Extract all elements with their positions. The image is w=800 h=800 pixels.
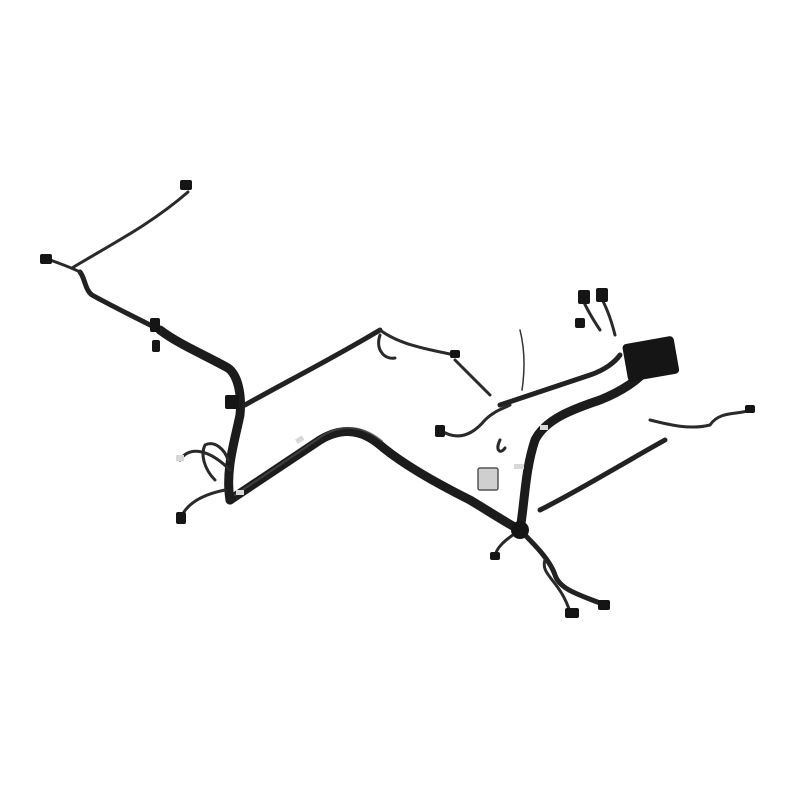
connector [490, 552, 500, 560]
connector [596, 288, 608, 302]
harness-lower-right-branch [490, 521, 610, 618]
connector [150, 318, 160, 332]
grommet [511, 521, 529, 539]
connector [745, 405, 755, 413]
junction-box [477, 467, 499, 491]
clips [236, 425, 548, 495]
ecu-module [622, 336, 680, 382]
connector [450, 350, 460, 358]
connector [40, 254, 52, 264]
connector [578, 290, 590, 304]
connector [180, 180, 192, 190]
harness-upper-middle-branch [225, 327, 492, 409]
connector [152, 340, 160, 352]
connector [435, 425, 445, 437]
connector [575, 318, 585, 328]
connector [225, 395, 239, 409]
harness-left-loops [176, 442, 232, 524]
harness-left-branch [40, 180, 192, 352]
connector [598, 600, 610, 610]
harness-right-engine-section [435, 288, 755, 513]
harness-main-trunk [155, 325, 655, 535]
connector [176, 512, 186, 524]
connector [565, 608, 579, 618]
clip [176, 455, 184, 461]
